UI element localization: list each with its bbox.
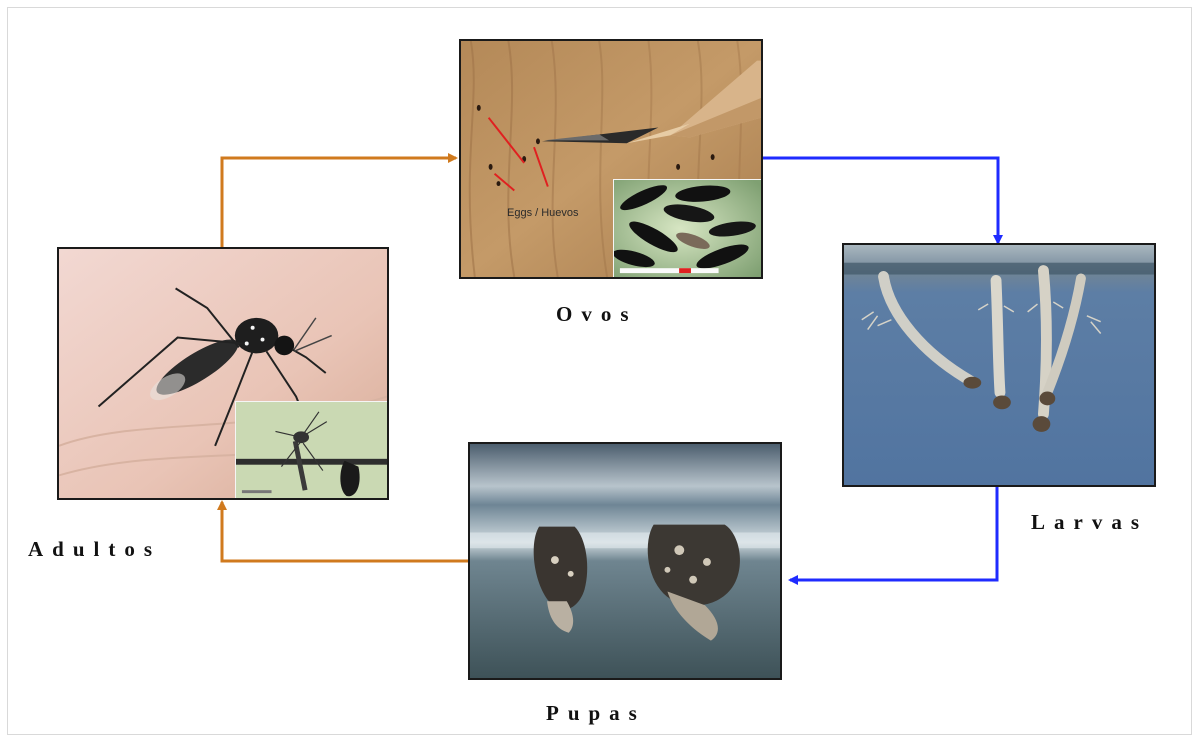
adults-photo (57, 247, 389, 500)
adults-label: Adultos (28, 537, 161, 562)
arrow-pupa-to-adult (222, 502, 470, 561)
eggs-label: Ovos (556, 302, 638, 327)
eggs-microscope-inset (613, 179, 763, 279)
pupae-label: Pupas (546, 701, 646, 726)
eggs-photo: Eggs / Huevos (459, 39, 763, 279)
larvae-photo (842, 243, 1156, 487)
larvae-label: Larvas (1031, 510, 1148, 535)
eggs-annotation: Eggs / Huevos (507, 207, 579, 219)
arrow-egg-to-larva (763, 158, 998, 243)
pupae-photo (468, 442, 782, 680)
adults-inset-photo (235, 401, 389, 500)
arrow-larva-to-pupa (790, 485, 997, 580)
arrow-adult-to-egg (222, 158, 456, 247)
